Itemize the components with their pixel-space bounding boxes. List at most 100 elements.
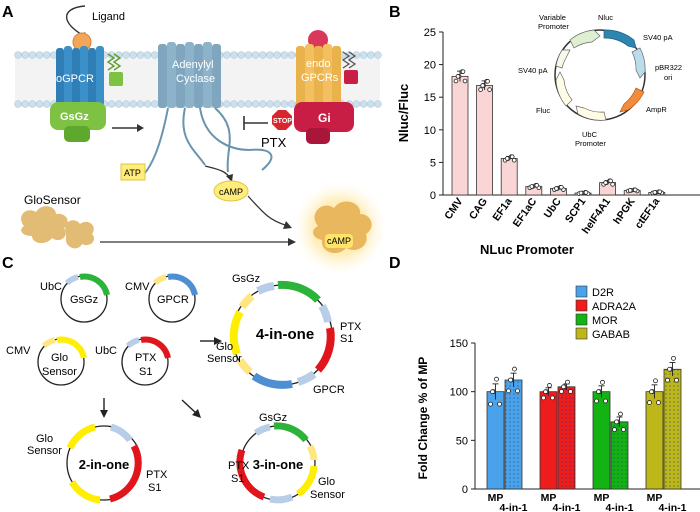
ptx-label: PTX — [261, 135, 287, 150]
b-y-tick-label: 20 — [424, 60, 436, 72]
plasmid-label-variable: Variable — [539, 13, 566, 22]
two-in-one-title: 2-in-one — [79, 457, 130, 472]
ac-label-line1: Adenylyl — [172, 59, 214, 71]
c2-ptx-label: PTX — [146, 469, 168, 481]
d-bar — [645, 391, 664, 490]
b-data-point — [509, 154, 515, 160]
b-data-point — [478, 87, 483, 92]
c-gpcr-label-1: GPCR — [157, 294, 189, 306]
b-y-tick-label: 5 — [430, 157, 436, 169]
b-data-point — [657, 189, 663, 195]
c2-sensor-label: Sensor — [27, 445, 62, 457]
d-data-point — [618, 411, 623, 417]
c-ubc-label-2: UbC — [95, 345, 117, 357]
d-y-tick-label: 150 — [450, 338, 468, 350]
ptx-stop-sign: STOP PTX — [243, 110, 292, 150]
d-data-point — [671, 355, 676, 361]
camp-label: cAMP — [219, 187, 243, 197]
plasmid-ubc-gsgz: UbC GsGz — [40, 273, 110, 323]
d-data-point — [550, 395, 555, 401]
d-category-label: 4-in-1 — [605, 502, 633, 512]
d-bar — [592, 391, 611, 490]
d-legend-swatch — [575, 313, 588, 326]
b-y-tick-label: 25 — [424, 27, 436, 39]
b-bar — [451, 75, 469, 196]
d-data-point — [508, 377, 513, 383]
d-legend-label: D2R — [592, 287, 614, 299]
c4-ptx-label: PTX — [340, 321, 362, 333]
plasmid-label-nluc: Nluc — [598, 13, 613, 22]
b-category-label: CMV — [442, 196, 465, 222]
b-data-point — [632, 187, 638, 193]
d-category-label: MP — [647, 492, 663, 504]
b-data-point — [554, 186, 559, 191]
arrow-to-3in1 — [181, 399, 197, 414]
b-data-point — [610, 182, 615, 187]
d-data-point — [665, 377, 670, 383]
d-data-point — [512, 366, 517, 372]
d-data-point — [653, 378, 658, 384]
b-y-axis-label: Nluc/Fluc — [396, 84, 411, 143]
ac-label-line2: Cyclase — [176, 73, 215, 85]
d-data-point — [614, 419, 619, 425]
d-data-point — [497, 401, 502, 407]
panel-a-schematic: Ligand oGPCR GsGz — [14, 5, 386, 274]
b-data-point — [529, 184, 535, 189]
c3-gsgz-label: GsGz — [259, 412, 287, 424]
d-y-tick-label: 100 — [450, 387, 468, 399]
gi-protein: Gi — [294, 102, 354, 144]
c3-ptx-label: PTX — [228, 460, 250, 472]
b-data-point — [460, 69, 466, 74]
b-data-point — [487, 87, 492, 92]
b-category-label: ctEF1a — [633, 196, 663, 231]
d-data-point — [594, 398, 599, 404]
b-bar — [476, 85, 494, 196]
gi-label: Gi — [318, 111, 331, 125]
d-y-tick-label: 50 — [456, 435, 468, 447]
d-category-label: MP — [541, 492, 557, 504]
d-category-label: 4-in-1 — [499, 502, 527, 512]
plasmid-2-in-one: 2-in-one Glo Sensor PTX S1 — [27, 423, 168, 504]
plasmid-label-ori: ori — [664, 73, 673, 82]
atp-label: ATP — [124, 168, 141, 178]
d-data-point — [603, 398, 608, 404]
b-data-point — [511, 157, 517, 163]
b-category-label: CAG — [467, 196, 490, 222]
b-data-point — [583, 190, 589, 195]
plasmid-cmv-glosensor: CMV Glo Sensor — [6, 336, 87, 386]
d-data-point — [568, 389, 573, 394]
b-data-point — [608, 178, 613, 184]
d-data-point — [490, 389, 495, 395]
plasmid-label-ubc-promoter: Promoter — [575, 139, 606, 148]
gsgz-protein: GsGz — [50, 102, 106, 142]
b-category-label: EF1aC — [511, 196, 540, 230]
d-bar-pattern — [664, 369, 681, 489]
d-data-point — [547, 383, 552, 388]
d-y-tick-label: 0 — [462, 484, 468, 496]
plasmid-ubc-ptx: UbC PTX S1 — [95, 336, 171, 386]
b-data-point — [559, 185, 564, 190]
d-category-label: MP — [488, 492, 504, 504]
d-data-point — [596, 389, 601, 395]
b-category-label: EF1a — [490, 196, 514, 224]
c4-glo-label: Glo — [216, 341, 233, 353]
ogpcr-receptor: oGPCR — [56, 32, 123, 106]
plasmid-cmv-gpcr: CMV GPCR — [125, 273, 198, 323]
d-data-point — [515, 388, 520, 394]
b-y-tick-label: 10 — [424, 125, 436, 137]
d-data-point — [559, 389, 564, 394]
b-bar — [500, 158, 518, 196]
plasmid-label-fluc: Fluc — [536, 106, 550, 115]
c-ptx-label: PTX — [135, 352, 157, 364]
plasmid-label-sv40-2: SV40 pA — [518, 66, 548, 75]
d-bar — [539, 391, 558, 490]
d-data-point — [561, 384, 566, 390]
d-legend-label: ADRA2A — [592, 301, 637, 313]
glosensor-protein — [21, 206, 95, 249]
b-data-point — [453, 78, 459, 84]
b-data-point — [578, 190, 584, 196]
glosensor-label: GloSensor — [24, 193, 81, 207]
b-data-point — [534, 183, 540, 188]
